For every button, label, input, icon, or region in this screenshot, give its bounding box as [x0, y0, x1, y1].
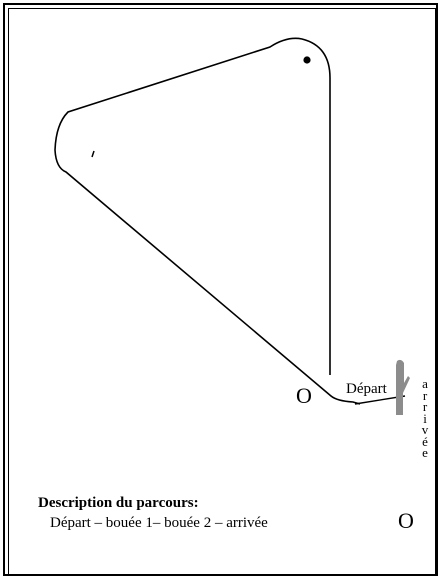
buoy-start-marker: O — [296, 383, 312, 408]
buoy-finish-marker: O — [398, 508, 414, 533]
arrivee-letter: é — [422, 433, 428, 449]
buoy-1-mark — [91, 150, 95, 158]
arrivee-letter: r — [422, 387, 428, 403]
outer-border — [3, 3, 438, 576]
arrivee-letter: r — [422, 399, 428, 414]
depart-label: Départ — [346, 381, 387, 397]
course-line — [54, 37, 361, 405]
description-text: Départ – bouée 1– bouée 2 – arrivée — [50, 515, 268, 531]
flag-icon — [396, 359, 410, 415]
arrivee-letter: e — [422, 445, 428, 460]
inner-border — [8, 8, 436, 575]
arrivee-letter: i — [423, 410, 427, 426]
buoy-2-dot — [303, 56, 311, 64]
description-title: Description du parcours: — [38, 495, 199, 511]
arrivee-letter: v — [421, 422, 429, 437]
arrivee-vertical-label: a r r i v é e — [420, 376, 430, 460]
arrivee-letter: a — [422, 376, 428, 391]
